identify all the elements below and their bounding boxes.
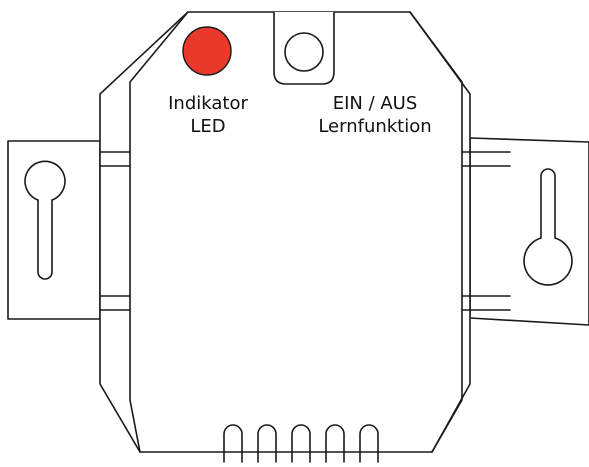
right-keyhole-icon <box>523 168 573 286</box>
left-mounting-bracket <box>7 140 101 320</box>
left-bracket-plate <box>7 140 101 320</box>
left-slot-bottom <box>99 295 131 311</box>
indicator-led-label: Indikator LED <box>150 92 266 138</box>
terminal-slot-5 <box>359 424 379 463</box>
indicator-label-line2: LED <box>190 116 226 137</box>
terminal-slot-1 <box>223 424 243 463</box>
onoff-learn-button[interactable] <box>273 12 335 85</box>
indicator-label-line1: Indikator <box>168 93 248 114</box>
left-keyhole-icon <box>24 160 66 280</box>
left-slot-top <box>99 151 131 167</box>
housing-inner-left <box>129 11 189 453</box>
housing-inner-right <box>409 11 463 453</box>
terminal-openings <box>223 424 379 463</box>
main-housing <box>99 11 511 453</box>
onoff-learn-label: EIN / AUS Lernfunktion <box>300 92 450 138</box>
terminal-slot-3 <box>291 424 311 463</box>
right-slot-top <box>461 151 511 167</box>
push-button-icon[interactable] <box>284 32 324 72</box>
right-slot-bottom <box>461 295 511 311</box>
led-indicator-icon <box>182 26 232 76</box>
onoff-label-line2: Lernfunktion <box>318 116 432 137</box>
terminal-slot-4 <box>325 424 345 463</box>
onoff-label-line1: EIN / AUS <box>332 93 418 114</box>
terminal-slot-2 <box>257 424 277 463</box>
